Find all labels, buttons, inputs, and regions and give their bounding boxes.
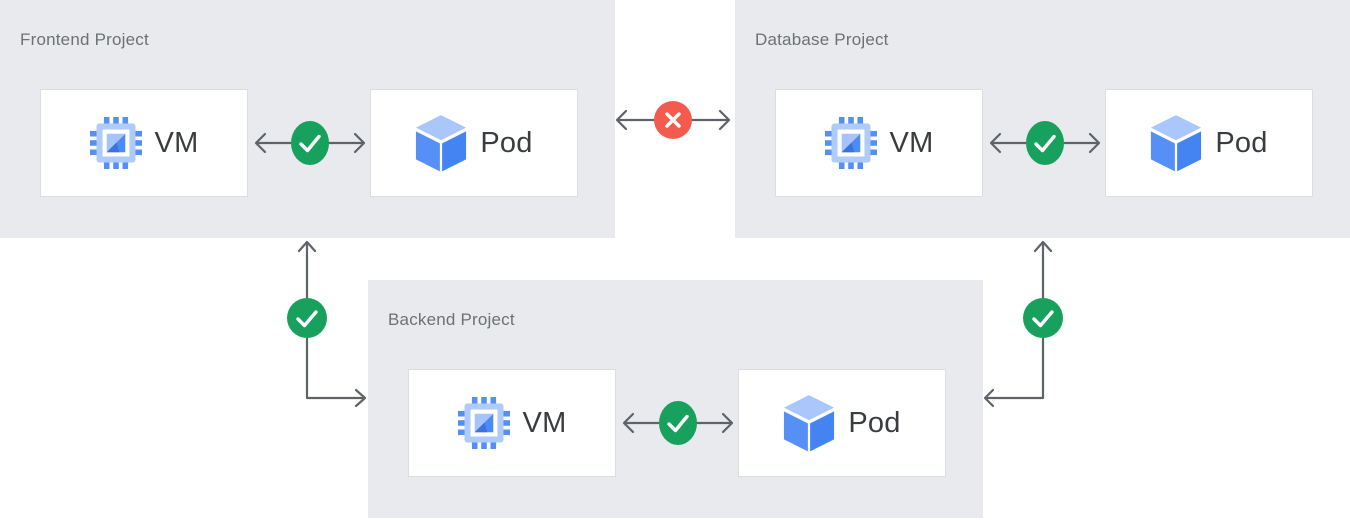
- database-backend-connector: [983, 240, 1053, 408]
- frontend-pod-label: Pod: [480, 126, 533, 159]
- frontend-vm-node: VM: [40, 89, 248, 197]
- panel-database-title: Database Project: [755, 30, 889, 49]
- panel-frontend-title: Frontend Project: [20, 30, 149, 49]
- database-pod-label: Pod: [1215, 126, 1268, 159]
- frontend-database-blocked-badge: [654, 101, 692, 139]
- compute-chip-icon: [458, 397, 510, 449]
- check-icon: [667, 414, 689, 433]
- panel-backend-title: Backend Project: [388, 310, 515, 329]
- check-icon: [1032, 310, 1054, 328]
- x-icon: [665, 112, 681, 128]
- backend-vm-node: VM: [408, 369, 616, 477]
- backend-vm-label: VM: [522, 406, 567, 439]
- compute-chip-icon: [825, 117, 877, 169]
- frontend-backend-connector: [297, 240, 367, 408]
- check-icon: [296, 310, 318, 328]
- check-icon: [1034, 134, 1056, 153]
- backend-pod-node: Pod: [738, 369, 946, 477]
- database-backend-allowed-badge: [1023, 298, 1063, 338]
- backend-pod-label: Pod: [848, 406, 901, 439]
- database-vm-pod-allowed-badge: [1026, 121, 1064, 165]
- database-pod-node: Pod: [1105, 89, 1313, 197]
- compute-chip-icon: [90, 117, 142, 169]
- frontend-backend-allowed-badge: [287, 298, 327, 338]
- cube-icon: [783, 394, 835, 452]
- cube-icon: [415, 114, 467, 172]
- frontend-pod-node: Pod: [370, 89, 578, 197]
- frontend-vm-pod-allowed-badge: [291, 121, 329, 165]
- backend-vm-pod-allowed-badge: [659, 401, 697, 445]
- cube-icon: [1150, 114, 1202, 172]
- database-vm-label: VM: [889, 126, 934, 159]
- frontend-vm-label: VM: [154, 126, 199, 159]
- database-vm-node: VM: [775, 89, 983, 197]
- check-icon: [299, 134, 321, 153]
